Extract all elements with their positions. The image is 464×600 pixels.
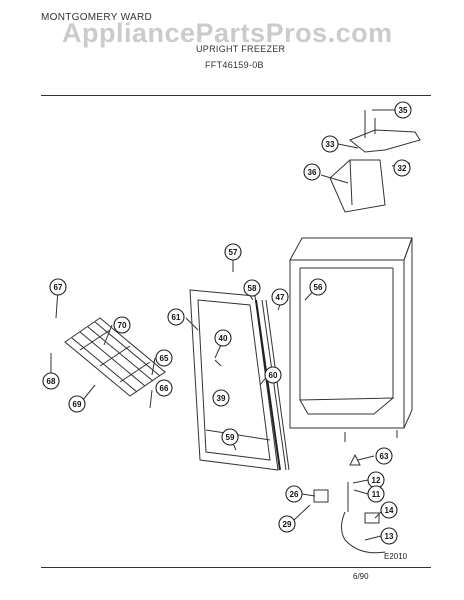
callout-11: 11 — [367, 485, 385, 503]
svg-text:47: 47 — [276, 293, 285, 302]
shelf-rack — [64, 317, 166, 397]
model-number: FFT46159-0B — [205, 60, 264, 70]
callout-40: 40 — [214, 329, 232, 347]
footer-rule — [41, 567, 431, 568]
callout-63: 63 — [375, 447, 393, 465]
svg-text:58: 58 — [248, 284, 257, 293]
svg-text:70: 70 — [118, 321, 127, 330]
watermark: AppliancePartsPros.com — [62, 18, 393, 48]
callout-29: 29 — [278, 515, 296, 533]
svg-text:66: 66 — [160, 384, 169, 393]
door-assembly — [189, 289, 290, 471]
drawing-code: E2010 — [384, 552, 408, 561]
svg-text:33: 33 — [326, 140, 335, 149]
callout-59: 59 — [221, 428, 239, 446]
brand-label: MONTGOMERY WARD — [41, 12, 152, 23]
svg-text:32: 32 — [398, 164, 407, 173]
callout-33: 33 — [321, 135, 339, 153]
callout-32: 32 — [393, 159, 411, 177]
svg-text:29: 29 — [283, 520, 292, 529]
svg-text:36: 36 — [308, 168, 317, 177]
leader-lines — [50, 109, 411, 541]
svg-text:69: 69 — [73, 400, 82, 409]
svg-text:13: 13 — [385, 532, 394, 541]
callout-13: 13 — [380, 527, 398, 545]
callout-67: 67 — [49, 278, 67, 296]
drain-parts — [313, 453, 386, 554]
svg-text:61: 61 — [172, 313, 181, 322]
svg-text:57: 57 — [229, 248, 238, 257]
svg-text:35: 35 — [399, 106, 408, 115]
svg-text:60: 60 — [269, 371, 278, 380]
svg-text:56: 56 — [314, 283, 323, 292]
callout-70: 70 — [113, 316, 131, 334]
callout-57: 57 — [224, 243, 242, 261]
svg-text:67: 67 — [54, 283, 63, 292]
svg-text:39: 39 — [217, 394, 226, 403]
callout-56: 56 — [309, 278, 327, 296]
svg-text:26: 26 — [290, 490, 299, 499]
callout-39: 39 — [212, 389, 230, 407]
callout-66: 66 — [155, 379, 173, 397]
svg-text:14: 14 — [385, 506, 394, 515]
callout-14: 14 — [380, 501, 398, 519]
svg-text:63: 63 — [380, 452, 389, 461]
callout-61: 61 — [167, 308, 185, 326]
diagram-title: UPRIGHT FREEZER — [196, 44, 286, 54]
top-hinge-assembly — [329, 110, 421, 213]
svg-text:11: 11 — [372, 490, 381, 499]
svg-text:12: 12 — [372, 476, 381, 485]
header-rule — [41, 95, 431, 96]
callout-26: 26 — [285, 485, 303, 503]
callout-60: 60 — [264, 366, 282, 384]
callout-58: 58 — [243, 279, 261, 297]
callout-68: 68 — [42, 372, 60, 390]
callout-69: 69 — [68, 395, 86, 413]
callout-35: 35 — [394, 101, 412, 119]
page-date: 6/90 — [353, 572, 369, 581]
svg-text:59: 59 — [226, 433, 235, 442]
svg-text:68: 68 — [47, 377, 56, 386]
callout-65: 65 — [155, 349, 173, 367]
svg-text:65: 65 — [160, 354, 169, 363]
callout-47: 47 — [271, 288, 289, 306]
callout-36: 36 — [303, 163, 321, 181]
svg-text:40: 40 — [219, 334, 228, 343]
cabinet — [289, 237, 413, 442]
